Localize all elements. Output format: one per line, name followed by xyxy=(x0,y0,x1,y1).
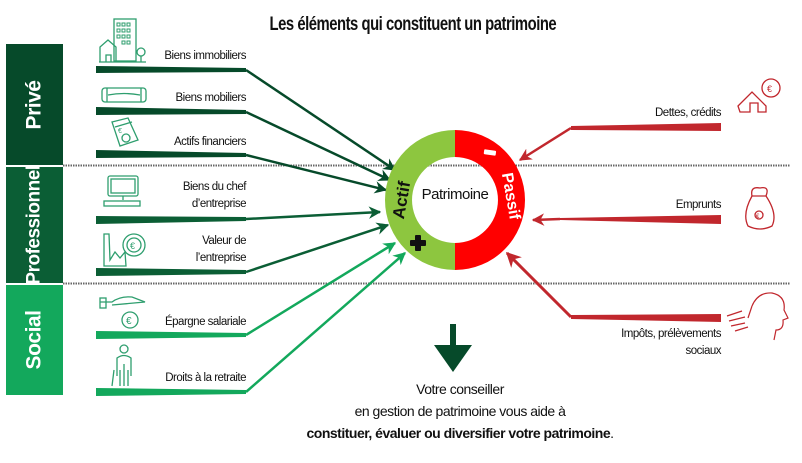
svg-text:€: € xyxy=(756,214,760,220)
minus-icon xyxy=(483,149,497,156)
message-line-1: Votre conseiller xyxy=(416,381,504,397)
message-line-3: constituer, évaluer ou diversifier votre… xyxy=(250,422,670,444)
svg-text:€: € xyxy=(118,128,122,135)
arrow-valeur-entreprise xyxy=(96,222,390,276)
arrow-actifs-financiers xyxy=(96,150,388,194)
patrimoine-ring xyxy=(385,130,525,270)
svg-text:€: € xyxy=(130,241,135,251)
message-end: . xyxy=(610,425,614,441)
label-epargne-salariale: Épargne salariale xyxy=(164,316,247,328)
advisor-message: Votre conseiller en gestion de patrimoin… xyxy=(250,378,670,444)
svg-text:€: € xyxy=(767,84,772,94)
label-line: sociaux xyxy=(685,345,722,357)
patrimoine-center-label: Patrimoine xyxy=(421,186,489,203)
message-emphasis: constituer, évaluer ou diversifier votre… xyxy=(306,425,611,441)
label-line: l’entreprise xyxy=(195,252,247,264)
arrow-impots xyxy=(505,251,721,322)
label-actifs-financiers: Actifs financiers xyxy=(173,136,247,148)
label-emprunts: Emprunts xyxy=(675,199,722,211)
factory-euro-icon: € xyxy=(103,233,146,267)
label-droits-retraite: Droits à la retraite xyxy=(165,372,246,384)
label-valeur-entreprise: Valeur de l’entreprise xyxy=(195,233,247,267)
category-professionnel: Professionnel xyxy=(6,165,63,285)
category-prive: Privé xyxy=(6,44,63,165)
arrow-dettes-credits xyxy=(518,123,721,162)
label-biens-mobiliers: Biens mobiliers xyxy=(175,92,247,104)
down-arrow-icon xyxy=(434,324,472,372)
svg-text:€: € xyxy=(126,316,132,327)
house-euro-icon: € xyxy=(737,78,781,113)
elderly-person-icon xyxy=(111,344,132,387)
blowing-face-icon xyxy=(726,292,789,341)
arrow-emprunts xyxy=(531,213,721,226)
message-line-2: en gestion de patrimoine vous aide à xyxy=(354,403,566,419)
banknotes-icon: € xyxy=(111,117,139,147)
category-social: Social xyxy=(6,285,63,395)
label-line: Biens du chef xyxy=(182,181,247,193)
money-bag-euro-icon: € xyxy=(745,187,775,230)
label-line: Valeur de xyxy=(202,235,246,247)
label-line: d’entreprise xyxy=(191,198,247,210)
label-biens-immobiliers: Biens immobiliers xyxy=(164,50,246,62)
page-title: Les éléments qui constituent un patrimoi… xyxy=(269,14,557,35)
computer-icon xyxy=(103,175,141,207)
actif-half xyxy=(385,130,455,270)
label-impots: Impôts, prélèvements sociaux xyxy=(621,326,721,360)
plus-icon xyxy=(410,235,426,251)
arrow-droits-retraite xyxy=(96,252,406,396)
arrow-epargne-salariale xyxy=(96,241,397,339)
sofa-icon xyxy=(101,87,147,103)
label-line: Impôts, prélèvements xyxy=(621,328,721,340)
label-biens-du-chef: Biens du chef d’entreprise xyxy=(182,179,247,213)
label-dettes-credits: Dettes, crédits xyxy=(655,107,722,119)
hand-euro-coin-icon: € xyxy=(99,296,146,329)
arrow-biens-immobiliers xyxy=(96,66,397,172)
building-house-icon xyxy=(99,18,146,63)
arrow-biens-mobiliers xyxy=(96,107,392,182)
arrow-biens-du-chef xyxy=(96,206,382,224)
passif-half xyxy=(455,130,525,270)
